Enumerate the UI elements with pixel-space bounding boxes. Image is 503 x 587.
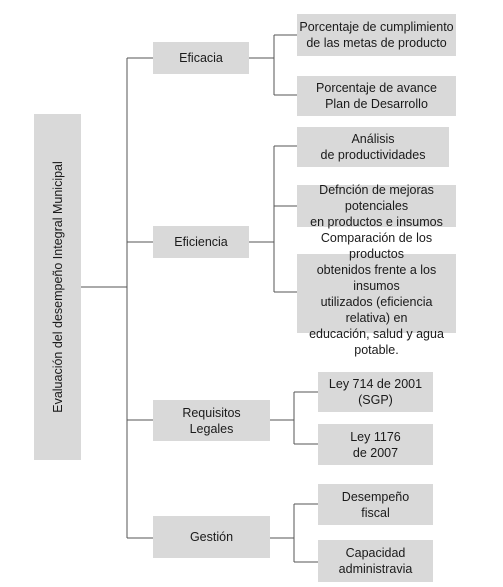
leaf-analisis-productividades: Análisis de productividades — [297, 127, 449, 167]
leaf-desempeno-fiscal: Desempeño fiscal — [318, 484, 433, 525]
leaf-cumplimiento-metas: Porcentaje de cumplimiento de las metas … — [297, 14, 456, 56]
leaf-ley-1176: Ley 1176 de 2007 — [318, 424, 433, 465]
branch-requisitos-legales: Requisitos Legales — [153, 400, 270, 441]
leaf-avance-plan: Porcentaje de avance Plan de Desarrollo — [297, 76, 456, 116]
branch-gestion: Gestión — [153, 516, 270, 558]
leaf-mejoras-potenciales: Defnción de mejoras potenciales en produ… — [297, 183, 456, 229]
root-label: Evaluación del desempeño Integral Munici… — [50, 161, 65, 413]
leaf-capacidad-administrativa: Capacidad administravia — [318, 540, 433, 582]
leaf-ley-714: Ley 714 de 2001 (SGP) — [318, 372, 433, 412]
leaf-comparacion-productos: Comparación de los productos obtenidos f… — [297, 231, 456, 357]
root-node: Evaluación del desempeño Integral Munici… — [34, 114, 81, 460]
branch-eficiencia: Eficiencia — [153, 226, 249, 258]
branch-eficacia: Eficacia — [153, 42, 249, 74]
